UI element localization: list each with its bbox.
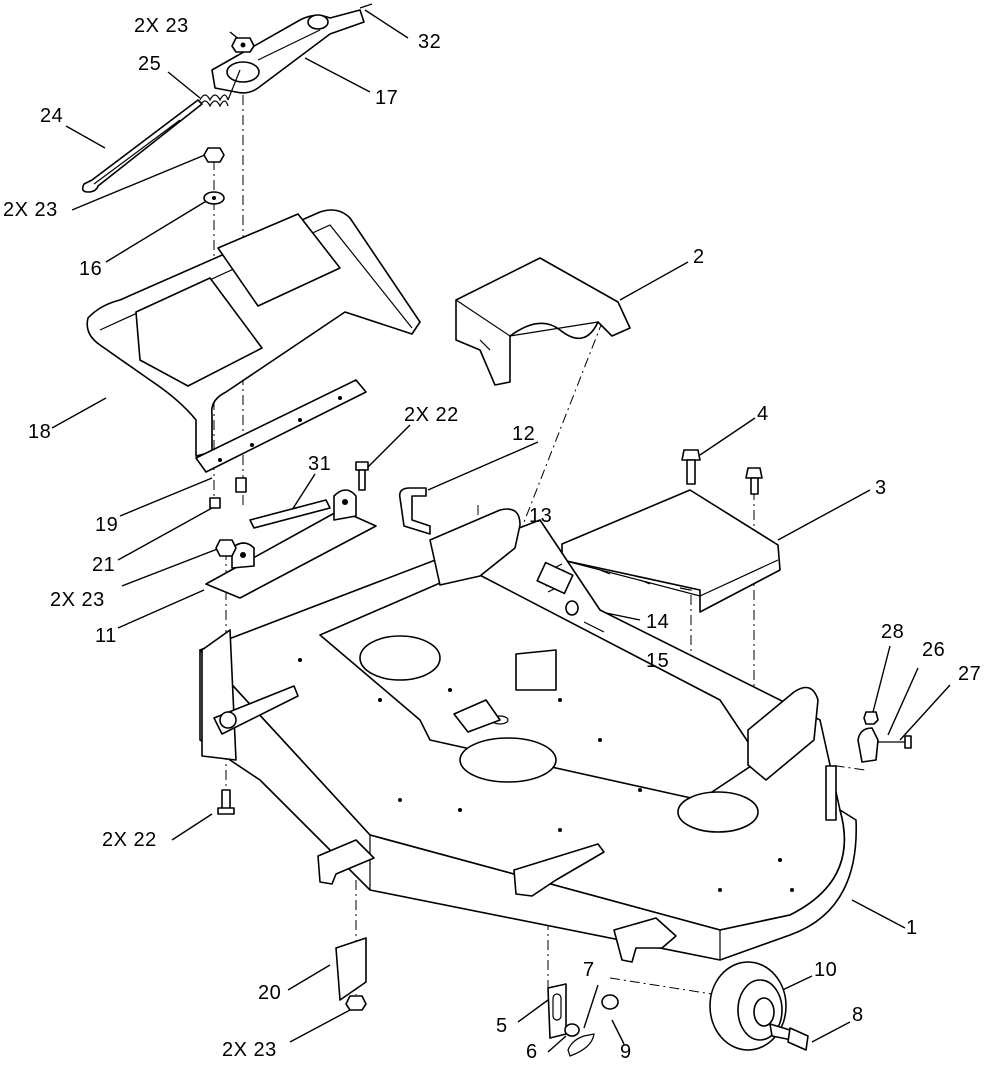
callout-16: 16	[79, 258, 103, 280]
part-18-belt-cover	[86, 209, 421, 457]
callout-10: 10	[814, 959, 838, 981]
callout-1: 1	[906, 917, 918, 939]
part-14-washer	[565, 600, 579, 616]
part-25-spring	[199, 69, 241, 108]
callout-24: 24	[40, 105, 64, 127]
leader-lines	[51, 9, 951, 1053]
part-22-bolt-top	[355, 461, 369, 491]
callout-15: 15	[646, 650, 670, 672]
part-20-bracket	[335, 937, 367, 1001]
callout-28: 28	[881, 621, 905, 643]
callout-12: 12	[512, 423, 536, 445]
callout-5: 5	[496, 1015, 508, 1037]
part-7-cotter	[567, 1033, 595, 1057]
callout-18: 18	[28, 421, 52, 443]
part-1-mower-deck	[199, 508, 857, 963]
part-22-bolt-bottom	[217, 789, 235, 815]
callout-17: 17	[375, 87, 399, 109]
callout-23-top: 2X 23	[134, 15, 189, 37]
callout-9: 9	[620, 1041, 632, 1063]
part-32-pin	[359, 3, 373, 9]
part-23-nut-bottom	[345, 995, 367, 1011]
part-21-bolts	[209, 477, 247, 509]
part-31-strip	[249, 499, 331, 529]
callout-8: 8	[852, 1004, 864, 1026]
callout-6: 6	[526, 1041, 538, 1063]
part-23-nut-top	[231, 37, 255, 53]
callout-32: 32	[418, 31, 442, 53]
part-12-j-rod	[398, 487, 431, 535]
part-6-washer	[564, 1023, 580, 1037]
part-28-nut	[863, 711, 879, 725]
part-26-fitting	[857, 727, 879, 763]
callout-14: 14	[646, 611, 670, 633]
callout-21: 21	[92, 554, 116, 576]
callout-7: 7	[583, 959, 595, 981]
part-5-link	[547, 983, 567, 1039]
part-16-washer	[203, 191, 225, 205]
callout-31: 31	[308, 453, 332, 475]
callout-4: 4	[757, 403, 769, 425]
callout-25: 25	[138, 53, 162, 75]
callout-23-bottom: 2X 23	[222, 1039, 277, 1061]
callout-20: 20	[258, 982, 282, 1004]
part-24-rod	[81, 99, 203, 193]
callout-13: 13	[529, 505, 553, 527]
callout-2: 2	[693, 246, 705, 268]
part-19-plate	[195, 379, 367, 473]
callout-23-left: 2X 23	[3, 199, 58, 221]
part-3-cover	[561, 489, 781, 613]
part-13-spring	[536, 561, 574, 595]
callout-26: 26	[922, 639, 946, 661]
part-4-bolts	[681, 449, 763, 495]
part-8-axle-bolt	[769, 1023, 809, 1051]
callout-27: 27	[958, 663, 982, 685]
part-9-spacer	[601, 994, 619, 1010]
callout-22-top: 2X 22	[404, 404, 459, 426]
callout-22-bottom: 2X 22	[102, 829, 157, 851]
part-23-nut-mid	[215, 539, 237, 557]
callout-19: 19	[95, 514, 119, 536]
callout-11: 11	[95, 625, 117, 647]
part-17-idler-arm	[211, 9, 365, 94]
part-15-pin	[583, 621, 605, 633]
part-27-bolt	[878, 735, 912, 749]
part-10-wheel	[709, 961, 787, 1051]
callout-23-mid: 2X 23	[50, 589, 105, 611]
callout-3: 3	[875, 477, 887, 499]
part-2-cover	[455, 257, 631, 386]
part-23-nut-left	[203, 147, 225, 163]
